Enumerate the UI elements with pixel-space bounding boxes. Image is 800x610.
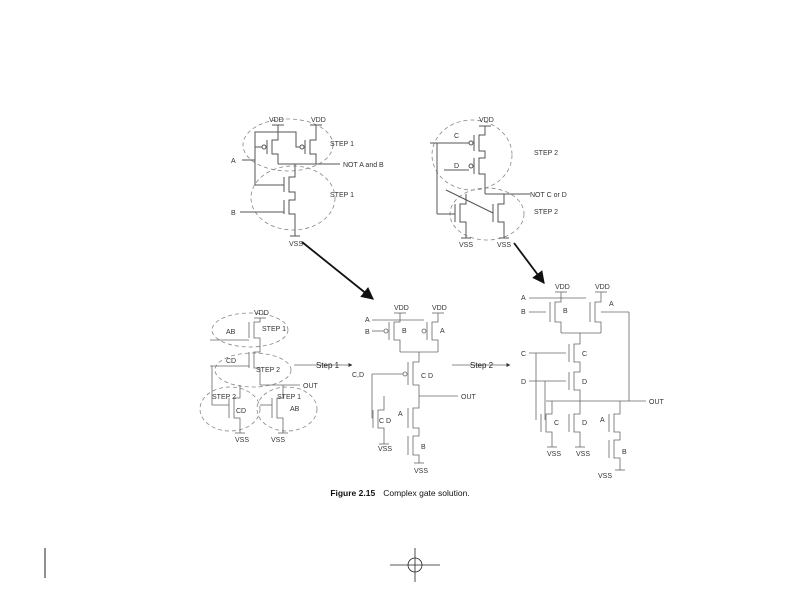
input-d-label: D	[521, 379, 526, 386]
input-b-label: B	[521, 309, 526, 316]
vss-label: VSS	[271, 437, 285, 444]
a-label: A	[609, 301, 614, 308]
c-d-label: C D	[421, 373, 433, 380]
step2-result-circuit: VDD VDD B A A B C D C D OUT	[521, 284, 665, 480]
d-label: D	[582, 379, 587, 386]
input-b-label: B	[365, 329, 370, 336]
nor-step-circuit: VDD C D STEP 2 NOT C or D STEP 2 VSS VSS	[430, 117, 567, 249]
a-label: A	[600, 417, 605, 424]
vss-label: VSS	[289, 241, 303, 248]
vss-label: VSS	[576, 451, 590, 458]
input-a-label: A	[521, 295, 526, 302]
step1-label: STEP 1	[262, 326, 286, 333]
vdd-label: VDD	[555, 284, 570, 291]
flow-arrow	[301, 241, 374, 300]
vdd-label: VDD	[432, 305, 447, 312]
step1-nmos-group	[250, 165, 336, 231]
step1-arrow-label: Step 1	[316, 361, 340, 370]
vss-label: VSS	[378, 446, 392, 453]
vss-label: VSS	[414, 468, 428, 475]
vss-label: VSS	[497, 242, 511, 249]
step2-label: STEP 2	[534, 209, 558, 216]
figure-title: Complex gate solution.	[383, 488, 470, 498]
step2-arrow-label: Step 2	[470, 361, 494, 370]
b-label: B	[563, 308, 568, 315]
figure-caption: Figure 2.15 Complex gate solution.	[0, 488, 800, 498]
step1-label: STEP 1	[330, 141, 354, 148]
input-a-label: A	[365, 317, 370, 324]
not-a-and-b-label: NOT A and B	[343, 162, 384, 169]
nand-step-circuit: VDD VDD A B STEP 1 NOT A and B STEP 1 VS…	[231, 117, 384, 248]
step2-pmos-group	[431, 119, 513, 191]
out-label: OUT	[649, 399, 665, 406]
input-c-label: C	[521, 351, 526, 358]
input-a-label: A	[231, 158, 236, 165]
out-label: OUT	[303, 383, 319, 390]
a-label: A	[440, 328, 445, 335]
d-label: D	[582, 420, 587, 427]
vdd-label: VDD	[311, 117, 326, 124]
ab-label: AB	[290, 406, 300, 413]
step2-nmos-group	[449, 187, 525, 241]
input-c-label: C	[454, 133, 459, 140]
ab-label: AB	[226, 329, 236, 336]
c-label: C	[554, 420, 559, 427]
vdd-label: VDD	[595, 284, 610, 291]
vdd-label: VDD	[479, 117, 494, 124]
step1-result-circuit: VDD VDD B A A B C D C,D OUT A C D B	[352, 305, 477, 475]
vss-label: VSS	[598, 473, 612, 480]
cd-label: CD	[226, 358, 236, 365]
vss-label: VSS	[547, 451, 561, 458]
vss-label: VSS	[235, 437, 249, 444]
out-label: OUT	[461, 394, 477, 401]
vss-label: VSS	[459, 242, 473, 249]
figure-number: Figure 2.15	[330, 488, 376, 498]
step2-label: STEP 2	[534, 150, 558, 157]
vdd-label: VDD	[254, 310, 269, 317]
step1-label: STEP 1	[277, 394, 301, 401]
b-label: B	[622, 449, 627, 456]
b-label: B	[402, 328, 407, 335]
input-cd-label: C,D	[352, 372, 364, 379]
input-b-label: B	[231, 210, 236, 217]
step-grouping-circuit: VDD AB STEP 1 CD STEP 2 OUT STEP 2 STEP …	[199, 310, 319, 444]
vdd-label: VDD	[394, 305, 409, 312]
b-label: B	[421, 444, 426, 451]
step1-label: STEP 1	[330, 192, 354, 199]
flow-arrow	[513, 242, 545, 285]
step2-label: STEP 2	[212, 394, 236, 401]
vdd-label: VDD	[269, 117, 284, 124]
c-d-label: C D	[379, 418, 391, 425]
registration-mark	[44, 548, 440, 582]
step1-pmos-group	[242, 118, 334, 172]
step2-label: STEP 2	[256, 367, 280, 374]
not-c-or-d-label: NOT C or D	[530, 192, 567, 199]
c-label: C	[582, 351, 587, 358]
cd-label: CD	[236, 408, 246, 415]
input-d-label: D	[454, 163, 459, 170]
a-label: A	[398, 411, 403, 418]
